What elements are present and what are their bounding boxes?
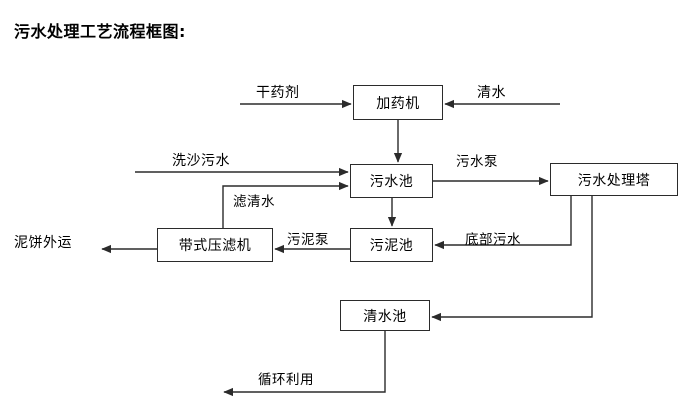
terminal-mud-cake-out: 泥饼外运	[14, 235, 72, 251]
edge-label-sludge-pump: 污泥泵	[287, 232, 329, 248]
node-label: 污水处理塔	[577, 172, 651, 189]
edge-label-sewage-pump: 污水泵	[456, 154, 498, 170]
node-label: 加药机	[376, 95, 420, 112]
node-label: 清水池	[363, 308, 407, 325]
node-label: 带式压滤机	[178, 238, 252, 254]
node-sewage-pool[interactable]: 污水池	[350, 164, 433, 198]
edge-label-filtrate: 滤清水	[233, 194, 275, 210]
terminal-dry-agent: 干药剂	[256, 85, 300, 101]
edge-label-bottom-sewage: 底部污水	[465, 232, 521, 248]
edge-label-recycle: 循环利用	[258, 372, 314, 388]
node-sludge-pool[interactable]: 污泥池	[350, 228, 433, 262]
node-belt-filter-press[interactable]: 带式压滤机	[157, 228, 273, 262]
diagram-title: 污水处理工艺流程框图:	[14, 22, 186, 41]
terminal-wash-sand-sewage: 洗沙污水	[172, 153, 230, 169]
node-clean-water-pool[interactable]: 清水池	[340, 300, 430, 331]
edge-press-to-sewage-filtrate	[222, 181, 349, 228]
node-label: 污泥池	[369, 238, 414, 254]
edge-tower-to-sludge-bottom	[434, 196, 572, 250]
node-dosing-machine[interactable]: 加药机	[353, 85, 443, 120]
edge-clean-to-recycle	[223, 331, 386, 397]
terminal-fresh-water: 清水	[477, 85, 506, 101]
node-label: 污水池	[369, 174, 414, 190]
node-sewage-treatment-tower[interactable]: 污水处理塔	[550, 163, 678, 196]
edge-tower-to-clean	[431, 196, 593, 322]
